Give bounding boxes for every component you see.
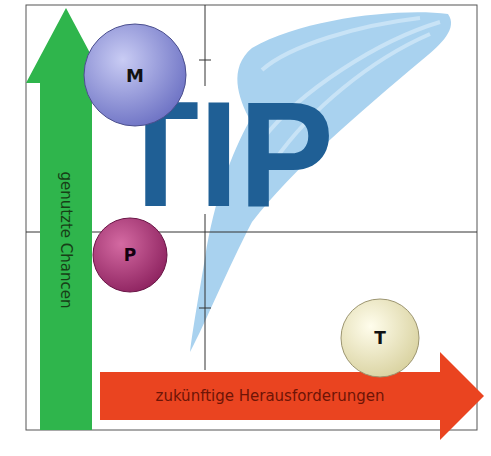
axis-label: genutzte Chancen <box>57 171 75 308</box>
grid-line <box>26 232 477 233</box>
grid-tick <box>199 308 211 309</box>
m-circle: M <box>83 23 187 127</box>
circle-letter: T <box>374 328 386 348</box>
circle-outline <box>341 299 419 377</box>
axis-label: zukünftige Herausforderungen <box>156 387 385 405</box>
grid-line <box>205 214 206 370</box>
grid-tick <box>199 60 211 61</box>
arrow-outline <box>100 352 484 440</box>
t-circle: T <box>340 298 420 378</box>
circle-outline <box>84 24 186 126</box>
circle-outline <box>93 218 167 292</box>
grid-line <box>205 5 206 86</box>
circle-letter: M <box>126 65 144 86</box>
arrow-outline <box>26 8 106 430</box>
p-circle: P <box>92 217 168 293</box>
red-arrow: zukünftige Herausforderungen <box>100 352 484 440</box>
circle-letter: P <box>124 245 136 265</box>
grid-frame <box>26 5 477 430</box>
